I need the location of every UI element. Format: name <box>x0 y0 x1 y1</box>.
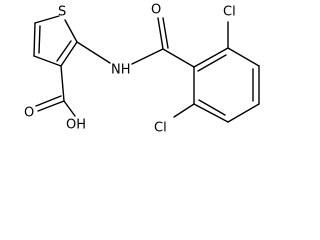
nh-carbonyl-bond <box>131 48 164 65</box>
carbonyl-oxygen-atom: O <box>151 3 161 18</box>
acid-oxygen-atom: O <box>24 106 34 121</box>
acid-hydroxyl-atom: OH <box>66 118 86 133</box>
sulfur-atom: S <box>58 5 66 20</box>
carbonyl-ring-bond <box>162 48 195 68</box>
benzene-ring <box>193 47 260 123</box>
ring-carboxyl-bond <box>60 65 65 102</box>
chlorine-bottom-atom: Cl <box>154 121 167 136</box>
carboxyl-double-bond <box>35 95 65 112</box>
carboxyl-oh-bond <box>63 100 76 117</box>
c2-nh-bond <box>76 41 111 64</box>
chlorine-top-atom: Cl <box>223 5 236 20</box>
ring-cl-bottom-bond <box>173 103 195 118</box>
amide-nh-atom: NH <box>111 63 131 78</box>
carbonyl-double-bond <box>157 17 169 50</box>
chemical-structure: S O NH Cl Cl O OH <box>24 3 260 136</box>
thiophene-ring <box>33 15 78 67</box>
